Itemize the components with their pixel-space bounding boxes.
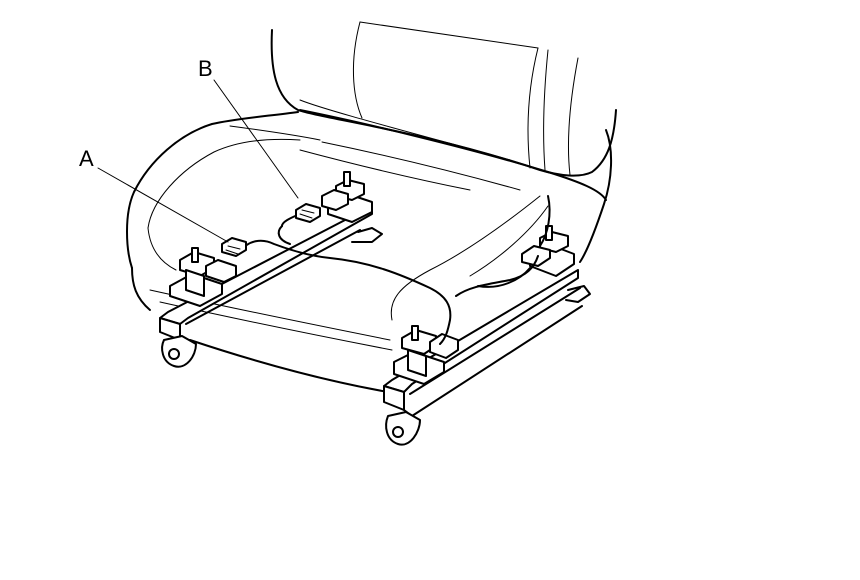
rear-right-motor xyxy=(521,225,575,277)
seat-back xyxy=(270,21,617,177)
front-left-motor xyxy=(169,247,237,307)
callout-label-a: A xyxy=(79,146,94,171)
connector-b xyxy=(295,203,321,223)
leader-line-a xyxy=(97,167,229,243)
callout-label-b: B xyxy=(198,56,213,81)
front-right-motor xyxy=(393,325,459,385)
rear-left-motor xyxy=(321,171,373,223)
seat-base xyxy=(189,339,389,393)
wiring-harness xyxy=(239,195,551,345)
leader-line-b xyxy=(213,79,299,199)
